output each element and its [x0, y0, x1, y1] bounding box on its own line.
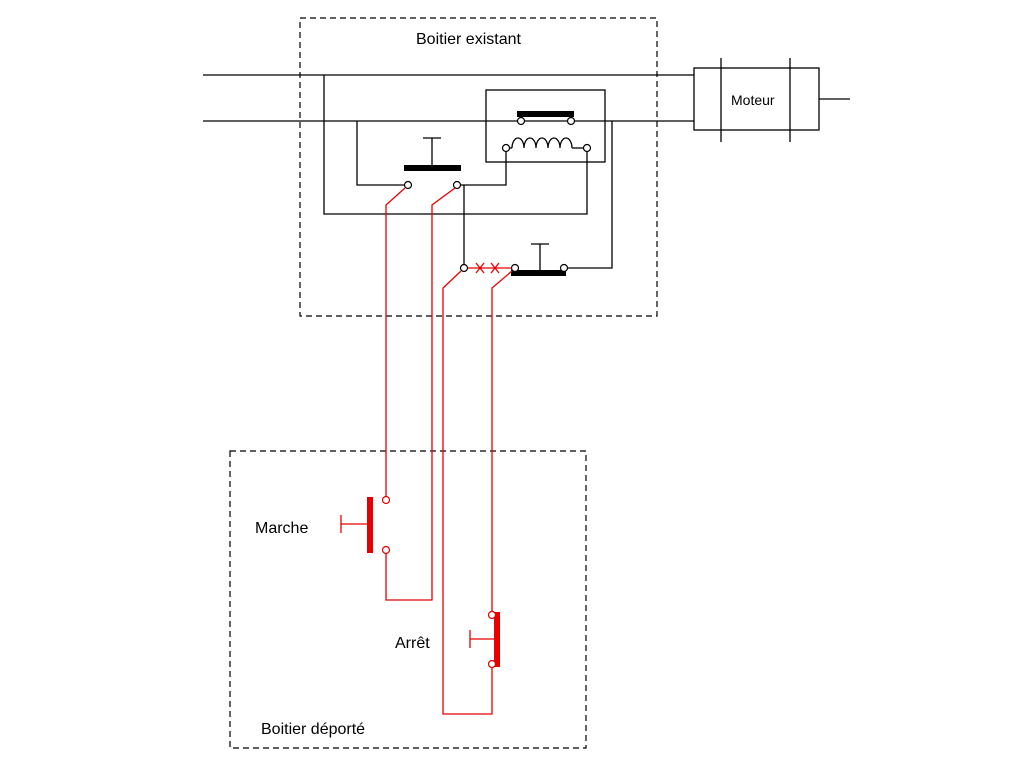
- existing-stop-button: [459, 243, 569, 276]
- remote-wiring: [385, 187, 513, 715]
- remote-box-outline: [229, 450, 587, 749]
- remote-box-label: Boitier déporté: [261, 721, 365, 738]
- existing-box-label: Boitier existant: [416, 31, 521, 48]
- start-button-label: Marche: [255, 520, 308, 537]
- remote-stop-button: Arrêt: [395, 610, 500, 669]
- wire-cut-marks: [468, 262, 511, 274]
- motor: Moteur: [693, 58, 850, 142]
- motor-label: Moteur: [731, 92, 775, 108]
- existing-box-outline: [299, 17, 658, 317]
- remote-start-button: Marche: [255, 495, 391, 555]
- stop-button-label: Arrêt: [395, 635, 430, 652]
- coil-icon: [511, 137, 573, 149]
- existing-start-button: [403, 137, 462, 190]
- control-wiring: [323, 75, 613, 269]
- contactor: [485, 89, 606, 163]
